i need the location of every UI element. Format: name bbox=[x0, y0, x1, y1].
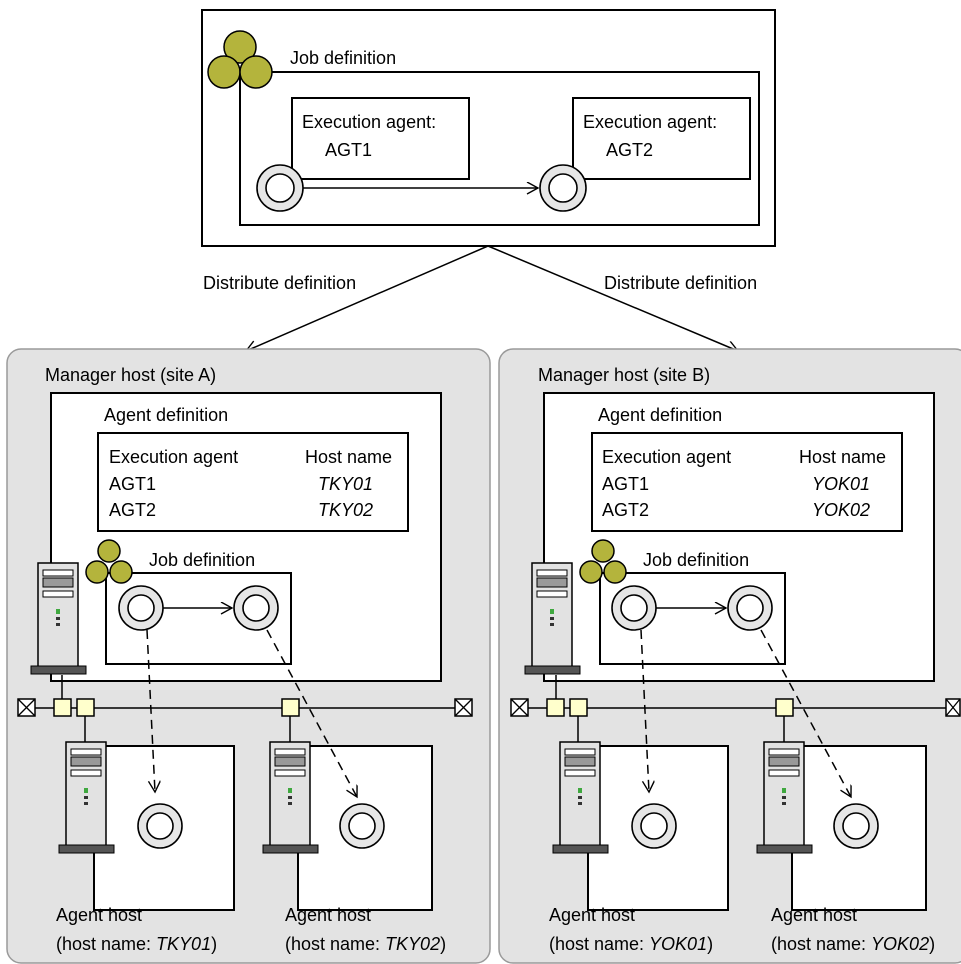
site-title: Manager host (site A) bbox=[45, 365, 216, 385]
job2-exec-agent-label: Execution agent: bbox=[583, 112, 717, 132]
table-cell-host: TKY01 bbox=[318, 474, 373, 494]
agent-host-name: (host name: TKY02) bbox=[285, 934, 446, 954]
table-cell-agent: AGT2 bbox=[109, 500, 156, 520]
agent-server-icon bbox=[262, 741, 319, 854]
dispatch-arrow bbox=[146, 629, 155, 792]
job-icon bbox=[833, 803, 879, 849]
job1-icon bbox=[256, 164, 304, 212]
manager-server-icon bbox=[524, 562, 581, 675]
job-icon bbox=[631, 803, 677, 849]
agent-host-label: Agent host bbox=[56, 905, 142, 925]
table-cell-host: YOK01 bbox=[812, 474, 870, 494]
table-cell-agent: AGT1 bbox=[602, 474, 649, 494]
jobnet-icon bbox=[207, 30, 273, 89]
agent-definition-title: Agent definition bbox=[104, 405, 228, 425]
dispatch-arrow bbox=[266, 629, 357, 797]
col-host-name: Host name bbox=[799, 447, 886, 467]
job-icon bbox=[339, 803, 385, 849]
agent-host-label: Agent host bbox=[771, 905, 857, 925]
agent-server-icon bbox=[58, 741, 115, 854]
agent-definition-table: Execution agent Host name AGT1 TKY01 AGT… bbox=[97, 432, 409, 532]
agent-definition-title: Agent definition bbox=[598, 405, 722, 425]
job-icon bbox=[727, 585, 773, 631]
col-execution-agent: Execution agent bbox=[602, 447, 731, 467]
job-icon bbox=[118, 585, 164, 631]
site-job-definition-title: Job definition bbox=[643, 550, 749, 570]
site-title: Manager host (site B) bbox=[538, 365, 710, 385]
job-icon bbox=[137, 803, 183, 849]
jobnet-icon bbox=[579, 539, 627, 584]
dispatch-arrow bbox=[760, 629, 851, 797]
distribute-arrows: Distribute definition Distribute definit… bbox=[203, 245, 757, 351]
job2-agent-name: AGT2 bbox=[606, 140, 653, 160]
manager-server-icon bbox=[30, 562, 87, 675]
network-bus bbox=[17, 675, 473, 743]
site-job-definition-title: Job definition bbox=[149, 550, 255, 570]
table-cell-host: YOK02 bbox=[812, 500, 870, 520]
job2-icon bbox=[539, 164, 587, 212]
job-icon bbox=[611, 585, 657, 631]
agent-host-label: Agent host bbox=[285, 905, 371, 925]
manager-host-site-a: Manager host (site A) Agent definition E… bbox=[6, 348, 491, 964]
table-cell-host: TKY02 bbox=[318, 500, 373, 520]
dispatch-arrow bbox=[640, 629, 649, 792]
table-cell-agent: AGT2 bbox=[602, 500, 649, 520]
job-icon bbox=[233, 585, 279, 631]
agent-host-name: (host name: TKY01) bbox=[56, 934, 217, 954]
agent-definition-table: Execution agent Host name AGT1 YOK01 AGT… bbox=[591, 432, 903, 532]
agent-host-name: (host name: YOK02) bbox=[771, 934, 935, 954]
agent-host-name: (host name: YOK01) bbox=[549, 934, 713, 954]
top-job-definition-title: Job definition bbox=[290, 48, 396, 68]
distribute-label-left: Distribute definition bbox=[203, 273, 356, 293]
agent-server-icon bbox=[756, 741, 813, 854]
agent-host-label: Agent host bbox=[549, 905, 635, 925]
col-host-name: Host name bbox=[305, 447, 392, 467]
job1-agent-name: AGT1 bbox=[325, 140, 372, 160]
table-cell-agent: AGT1 bbox=[109, 474, 156, 494]
jobnet-icon bbox=[85, 539, 133, 584]
top-job-definition-box: Job definition Execution agent: AGT1 Exe… bbox=[201, 9, 776, 247]
agent-server-icon bbox=[552, 741, 609, 854]
distribute-label-right: Distribute definition bbox=[604, 273, 757, 293]
manager-host-site-b: Manager host (site B) Agent definition E… bbox=[498, 348, 961, 964]
col-execution-agent: Execution agent bbox=[109, 447, 238, 467]
job1-exec-agent-label: Execution agent: bbox=[302, 112, 436, 132]
network-bus bbox=[510, 675, 961, 743]
